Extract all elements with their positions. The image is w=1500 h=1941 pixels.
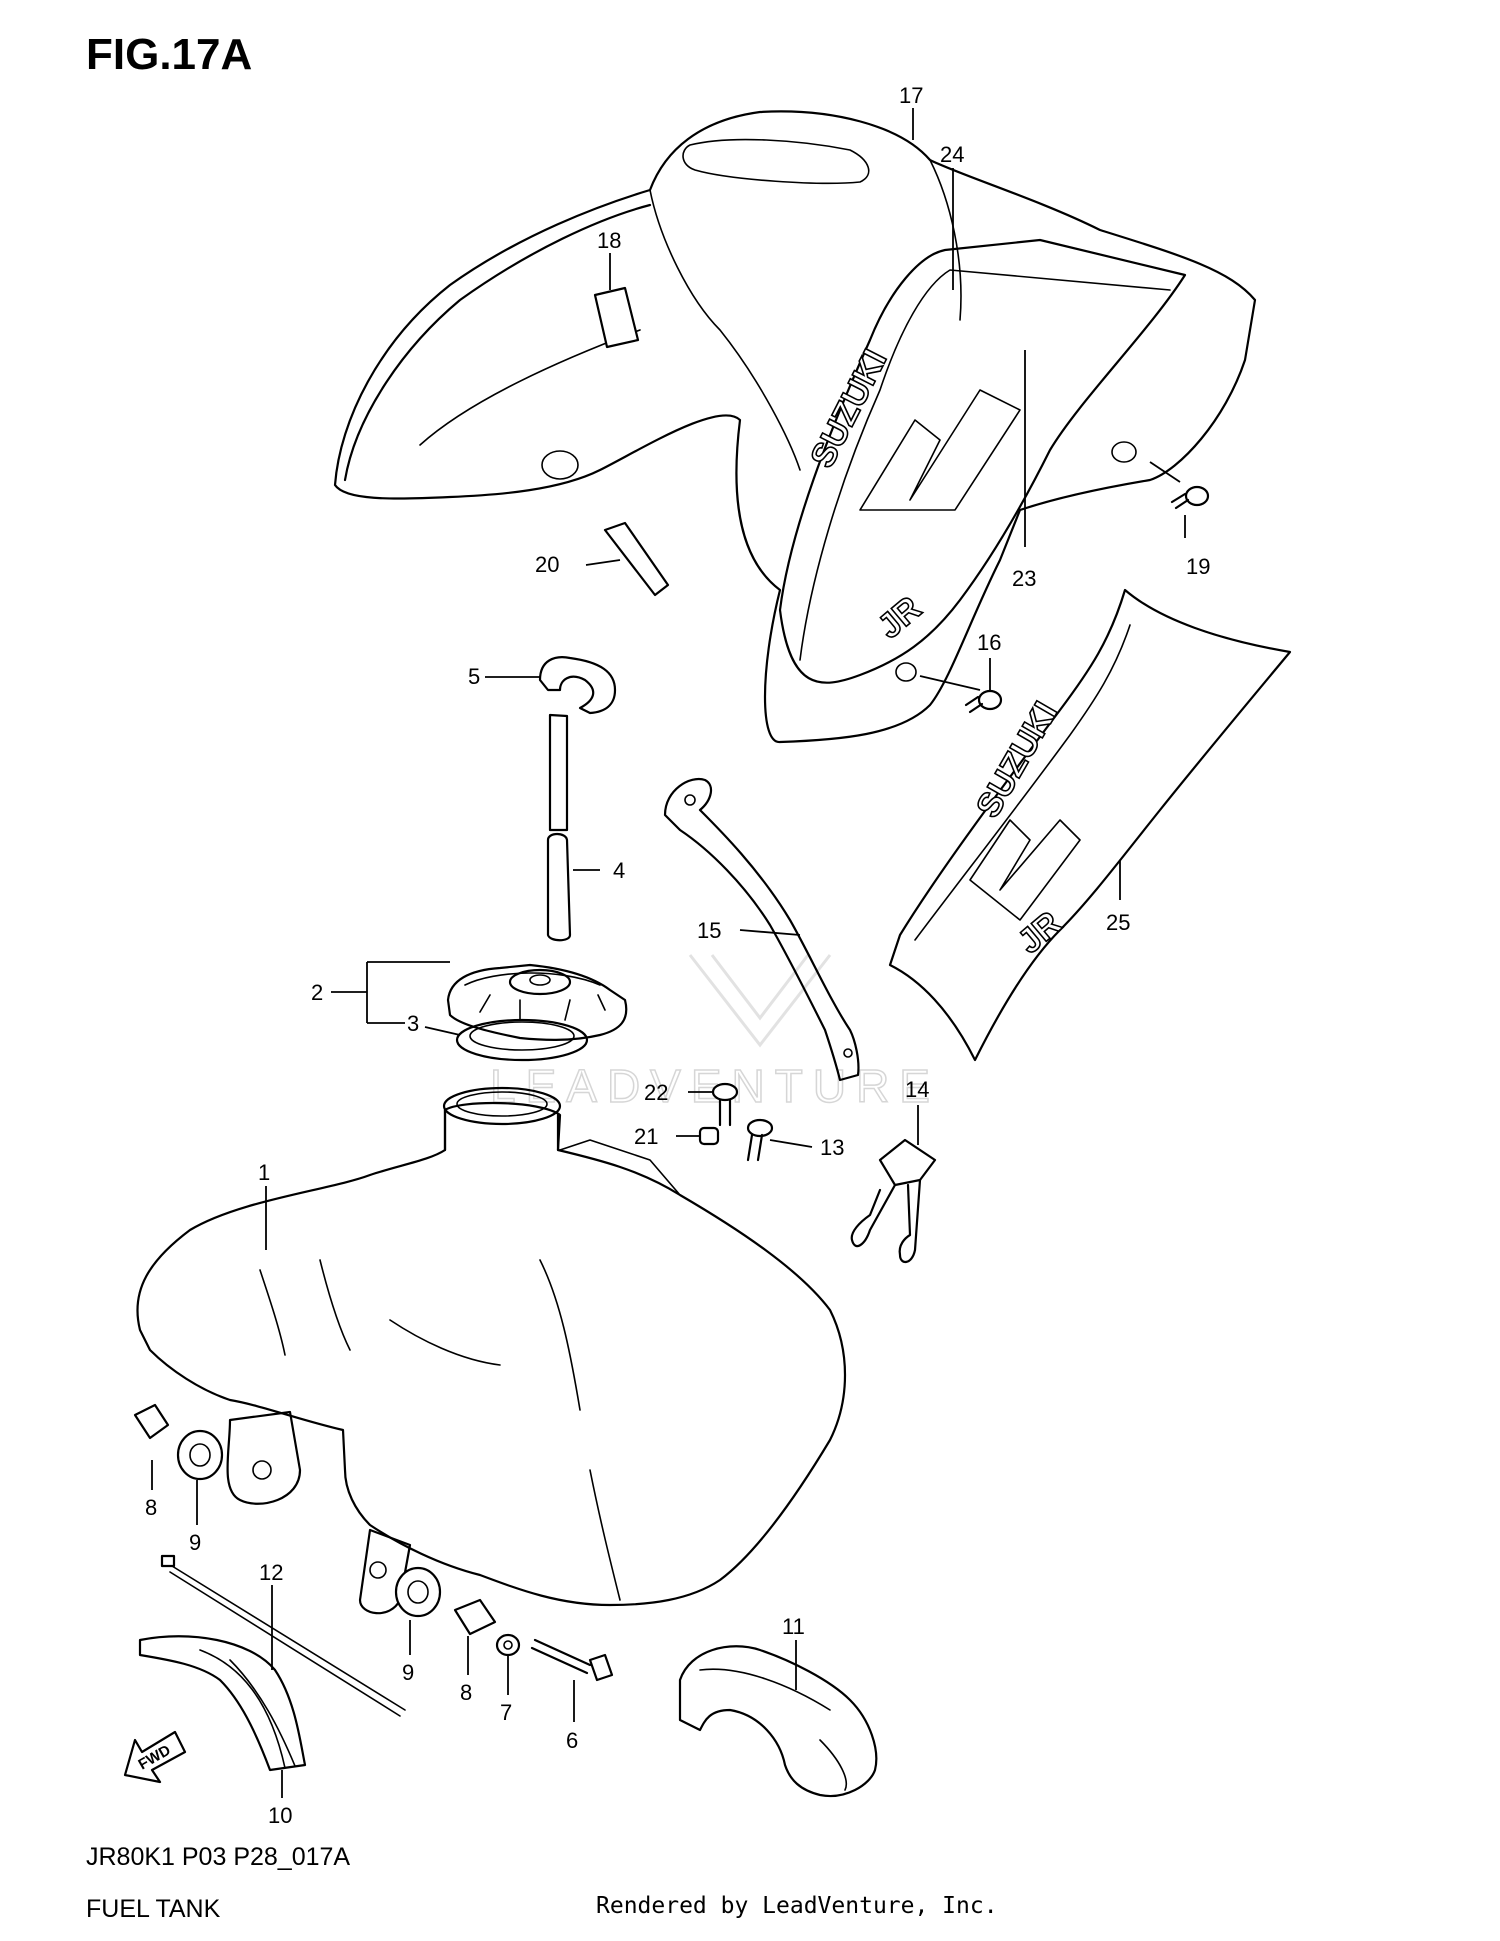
pad-20[interactable]	[603, 521, 670, 597]
model-code: JR80K1 P03 P28_017A	[86, 1843, 351, 1871]
callout-20: 20	[535, 552, 559, 577]
grommet-9a[interactable]	[176, 1429, 224, 1481]
collar-8b[interactable]	[453, 1598, 497, 1636]
decal-brand-upper: SUZUKI	[803, 344, 894, 474]
fuel-cap-2[interactable]	[446, 963, 628, 1041]
callout-7: 7	[500, 1700, 512, 1725]
screw-19[interactable]	[1170, 485, 1210, 510]
grommet-9b[interactable]	[394, 1566, 442, 1618]
collar-21[interactable]	[698, 1126, 720, 1146]
tank-bracket-15[interactable]	[663, 777, 860, 1082]
callout-14: 14	[905, 1077, 929, 1102]
callout-labels: 17 24 18 19 23 20 16 25 5 4 2 3 15 14 22…	[145, 83, 1210, 1828]
watermark-text: LEADVENTURE	[490, 1060, 940, 1112]
callout-5: 5	[468, 664, 480, 689]
callout-11: 11	[782, 1614, 805, 1639]
callout-9a: 9	[189, 1530, 201, 1555]
fuel-tank-shroud[interactable]	[333, 110, 1257, 744]
callout-18: 18	[597, 228, 621, 253]
callout-16: 16	[977, 630, 1001, 655]
screw-16[interactable]	[964, 689, 1003, 714]
fuel-tank-1[interactable]	[136, 1086, 847, 1615]
forward-arrow-icon: FWD	[123, 1730, 187, 1784]
callout-3: 3	[407, 1011, 419, 1036]
cable-tie-12[interactable]	[160, 1554, 406, 1717]
callout-8b: 8	[460, 1680, 472, 1705]
section-name: FUEL TANK	[86, 1895, 221, 1923]
callout-10: 10	[268, 1803, 292, 1828]
callout-15: 15	[697, 918, 721, 943]
heat-guard-10[interactable]	[138, 1635, 307, 1772]
decal-model-lower: JR	[1011, 904, 1069, 961]
bolt-13[interactable]	[746, 1118, 774, 1162]
collar-8a[interactable]	[133, 1403, 170, 1440]
callout-22: 22	[644, 1080, 668, 1105]
watermark: LEADVENTURE	[489, 954, 940, 1113]
rendered-by-credit: Rendered by LeadVenture, Inc.	[596, 1893, 998, 1919]
rubber-strap-14[interactable]	[850, 1138, 937, 1263]
callout-19: 19	[1186, 554, 1210, 579]
callout-6: 6	[566, 1728, 578, 1753]
callout-2: 2	[311, 980, 323, 1005]
shroud-decal-lower[interactable]: SUZUKI JR	[888, 588, 1292, 1062]
breather-hose-4[interactable]	[546, 713, 572, 942]
callout-24: 24	[940, 142, 964, 167]
callout-25: 25	[1106, 910, 1130, 935]
callout-13: 13	[820, 1135, 844, 1160]
callout-23: 23	[1012, 566, 1036, 591]
callout-21: 21	[634, 1124, 658, 1149]
cap-gasket-3[interactable]	[455, 1018, 589, 1062]
figure-title: FIG.17A	[86, 30, 253, 79]
bolt-22[interactable]	[711, 1082, 739, 1127]
hose-clamp-5[interactable]	[538, 656, 617, 715]
bolt-6[interactable]	[530, 1638, 614, 1682]
decal-model-upper: JR	[871, 589, 929, 646]
callout-17: 17	[899, 83, 923, 108]
callout-9b: 9	[402, 1660, 414, 1685]
callout-12: 12	[259, 1560, 283, 1585]
callout-1: 1	[258, 1160, 270, 1185]
washer-7[interactable]	[495, 1633, 521, 1657]
heat-guard-11[interactable]	[678, 1645, 878, 1798]
callout-8a: 8	[145, 1495, 157, 1520]
leader-lines	[151, 108, 1186, 1798]
callout-4: 4	[613, 858, 625, 883]
pad-18[interactable]	[593, 286, 640, 349]
